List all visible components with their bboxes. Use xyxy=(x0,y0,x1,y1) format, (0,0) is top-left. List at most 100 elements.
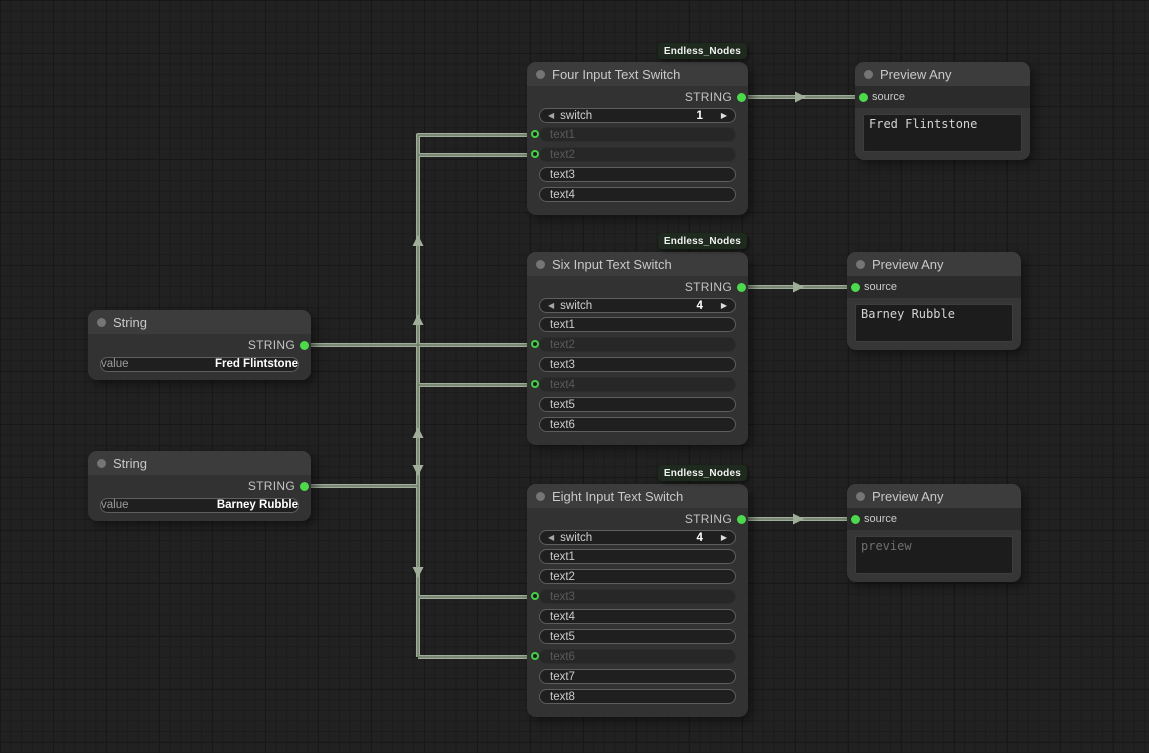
link-direction-arrows xyxy=(412,91,806,578)
node-title-bar[interactable]: String xyxy=(88,451,311,475)
switch-widget[interactable]: ◀ switch 1 ▶ xyxy=(539,108,736,123)
input-port[interactable] xyxy=(530,592,539,600)
node-title-bar[interactable]: String xyxy=(88,310,311,334)
output-label: STRING xyxy=(247,479,295,493)
input-label: source xyxy=(864,513,898,525)
widget-text6: text6 xyxy=(530,649,736,664)
value-widget[interactable]: value Fred Flintstone xyxy=(100,356,299,372)
widget-text1[interactable]: text1 xyxy=(539,549,736,564)
widget-text5[interactable]: text5 xyxy=(539,629,736,644)
input-port[interactable] xyxy=(530,130,539,138)
input-port[interactable] xyxy=(850,514,860,524)
node-string-1[interactable]: String STRING value Fred Flintstone xyxy=(88,310,311,380)
node-title-bar[interactable]: Preview Any xyxy=(847,252,1021,276)
increment-arrow-icon[interactable]: ▶ xyxy=(720,300,727,310)
node-preview-any-2[interactable]: Preview Any source Barney Rubble xyxy=(847,252,1021,350)
increment-arrow-icon[interactable]: ▶ xyxy=(720,110,727,120)
widget-text4[interactable]: text4 xyxy=(539,187,736,202)
output-port[interactable] xyxy=(736,514,746,524)
widget-text4: text4 xyxy=(530,377,736,392)
output-label: STRING xyxy=(247,338,295,352)
widget-text4[interactable]: text4 xyxy=(539,609,736,624)
node-preview-any-1[interactable]: Preview Any source Fred Flintstone xyxy=(855,62,1030,160)
output-port[interactable] xyxy=(299,481,309,491)
increment-arrow-icon[interactable]: ▶ xyxy=(720,532,727,542)
widget-label: text2 xyxy=(550,570,575,583)
collapse-dot-icon[interactable] xyxy=(856,491,865,501)
output-port[interactable] xyxy=(736,282,746,292)
input-port[interactable] xyxy=(530,380,539,388)
widget-label: text6 xyxy=(550,650,575,663)
decrement-arrow-icon[interactable]: ◀ xyxy=(548,110,555,120)
collapse-dot-icon[interactable] xyxy=(536,69,545,79)
widget-text7[interactable]: text7 xyxy=(539,669,736,684)
node-eight-input-text-switch[interactable]: Endless_Nodes Eight Input Text Switch ST… xyxy=(527,465,748,717)
output-port[interactable] xyxy=(299,340,309,350)
node-preview-any-3[interactable]: Preview Any source preview xyxy=(847,484,1021,582)
widget-text5[interactable]: text5 xyxy=(539,397,736,412)
preview-textarea[interactable]: preview xyxy=(855,536,1013,574)
node-string-2[interactable]: String STRING value Barney Rubble xyxy=(88,451,311,521)
preview-textarea[interactable]: Barney Rubble xyxy=(855,304,1013,342)
widget-text3[interactable]: text3 xyxy=(539,357,736,372)
widget-text1: text1 xyxy=(530,127,736,142)
input-port[interactable] xyxy=(530,150,539,158)
input-port[interactable] xyxy=(850,282,860,292)
widget-text2: text2 xyxy=(530,147,736,162)
link-arrow-up-icon xyxy=(412,314,424,325)
output-slot-row: STRING xyxy=(527,86,748,108)
switch-label: switch xyxy=(560,299,593,312)
node-title-bar[interactable]: Preview Any xyxy=(855,62,1030,86)
output-slot-row: STRING xyxy=(88,475,311,497)
collapse-dot-icon[interactable] xyxy=(536,491,545,501)
node-title-bar[interactable]: Eight Input Text Switch xyxy=(527,484,748,508)
node-group-badge: Endless_Nodes xyxy=(657,233,747,249)
input-port[interactable] xyxy=(530,652,539,660)
node-title: Four Input Text Switch xyxy=(552,66,681,82)
link-arrow-up-icon xyxy=(412,235,424,246)
widget-label: text5 xyxy=(550,398,575,411)
node-title-bar[interactable]: Six Input Text Switch xyxy=(527,252,748,276)
decrement-arrow-icon[interactable]: ◀ xyxy=(548,300,555,310)
collapse-dot-icon[interactable] xyxy=(856,259,865,269)
collapse-dot-icon[interactable] xyxy=(97,317,106,327)
output-port[interactable] xyxy=(736,92,746,102)
switch-label: switch xyxy=(560,109,593,122)
node-title-bar[interactable]: Four Input Text Switch xyxy=(527,62,748,86)
node-six-input-text-switch[interactable]: Endless_Nodes Six Input Text Switch STRI… xyxy=(527,233,748,445)
node-title: Preview Any xyxy=(872,256,944,272)
input-slot-row: source xyxy=(855,86,1030,108)
input-label: source xyxy=(872,91,906,103)
output-label: STRING xyxy=(684,90,732,104)
node-title-bar[interactable]: Preview Any xyxy=(847,484,1021,508)
switch-widget[interactable]: ◀ switch 4 ▶ xyxy=(539,298,736,313)
link-arrow-down-icon xyxy=(412,465,424,476)
widget-text1[interactable]: text1 xyxy=(539,317,736,332)
output-slot-row: STRING xyxy=(527,508,748,530)
switch-widget[interactable]: ◀ switch 4 ▶ xyxy=(539,530,736,545)
preview-textarea[interactable]: Fred Flintstone xyxy=(863,114,1022,152)
input-port[interactable] xyxy=(530,340,539,348)
decrement-arrow-icon[interactable]: ◀ xyxy=(548,532,555,542)
widget-text6[interactable]: text6 xyxy=(539,417,736,432)
switch-value: 4 xyxy=(696,299,703,312)
node-four-input-text-switch[interactable]: Endless_Nodes Four Input Text Switch STR… xyxy=(527,43,748,215)
collapse-dot-icon[interactable] xyxy=(97,458,106,468)
widget-text2[interactable]: text2 xyxy=(539,569,736,584)
widget-text3: text3 xyxy=(530,589,736,604)
wire-trunk xyxy=(416,133,535,657)
widget-label: text3 xyxy=(550,168,575,181)
widget-text3[interactable]: text3 xyxy=(539,167,736,182)
collapse-dot-icon[interactable] xyxy=(536,259,545,269)
widget-value: Barney Rubble xyxy=(216,499,298,511)
node-title: String xyxy=(113,314,147,330)
output-slot-row: STRING xyxy=(527,276,748,298)
input-port[interactable] xyxy=(858,92,868,102)
widget-label: text6 xyxy=(550,418,575,431)
widget-text8[interactable]: text8 xyxy=(539,689,736,704)
collapse-dot-icon[interactable] xyxy=(864,69,873,79)
widget-label: text4 xyxy=(550,610,575,623)
widget-text2: text2 xyxy=(530,337,736,352)
value-widget[interactable]: value Barney Rubble xyxy=(100,497,299,513)
